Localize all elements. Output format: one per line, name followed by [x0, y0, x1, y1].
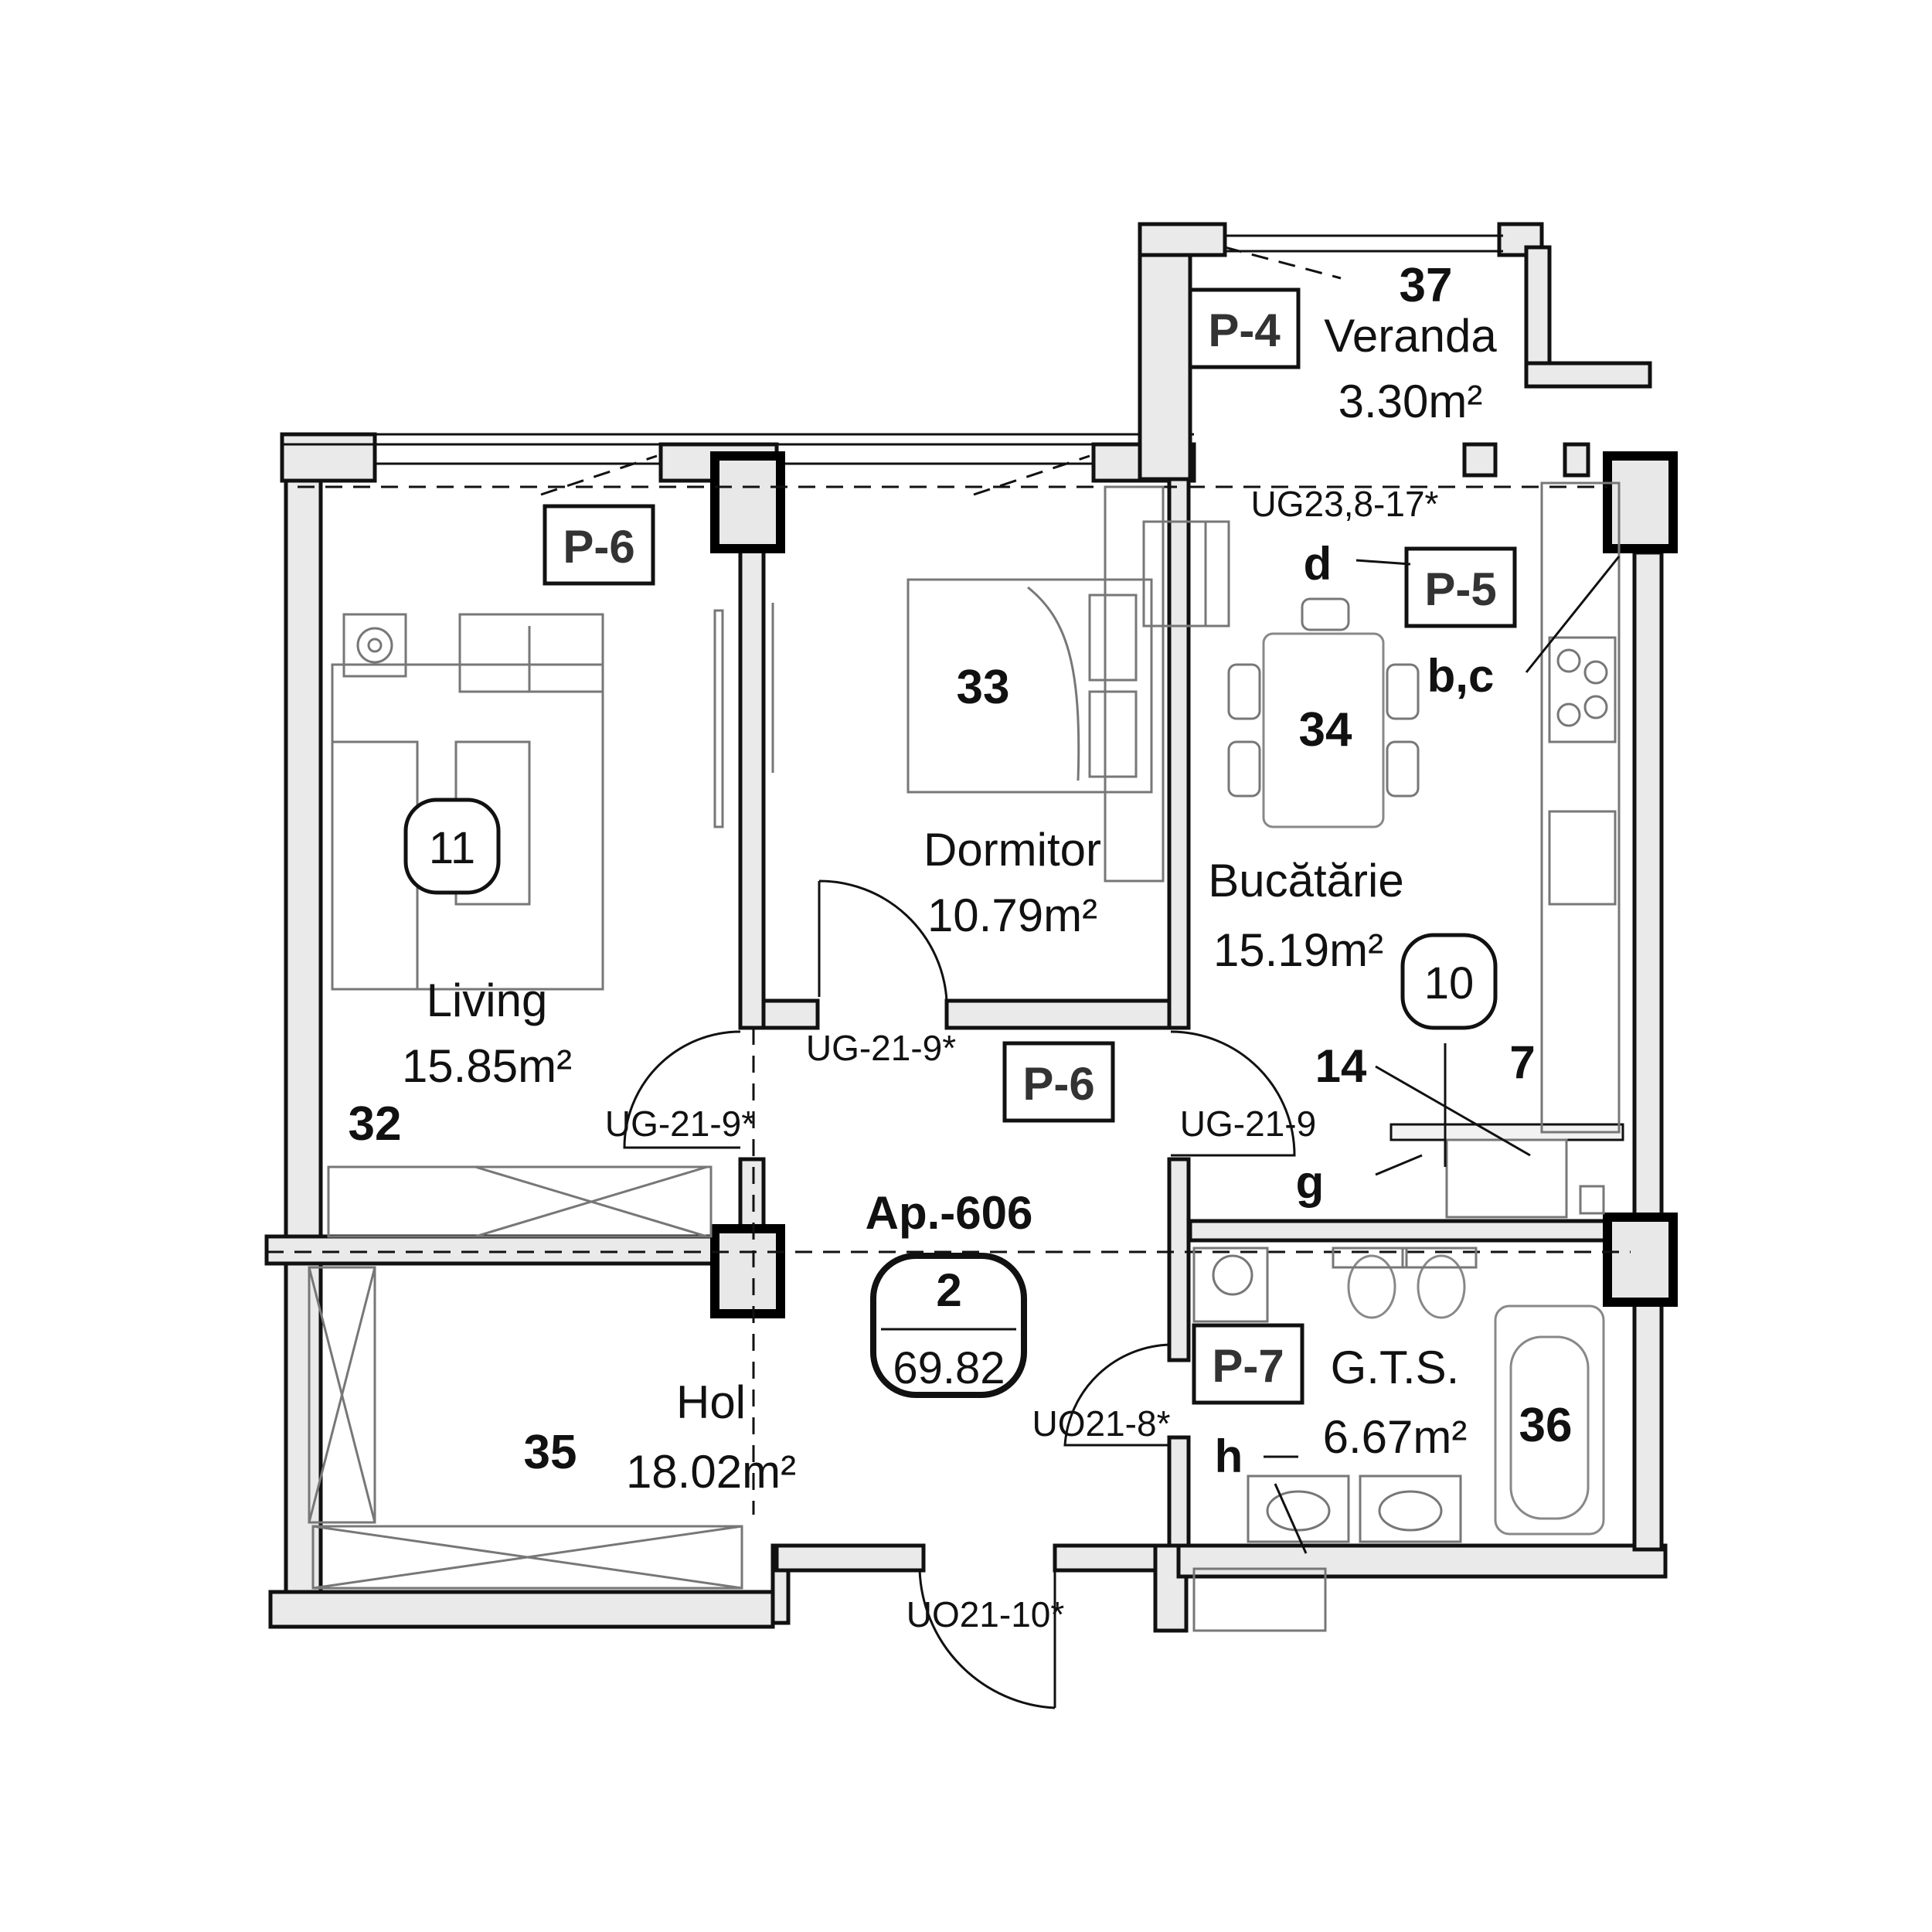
columns [710, 451, 1678, 1318]
tag-p7: P-7 [1212, 1340, 1284, 1392]
tag-p6-hall: P-6 [1022, 1058, 1094, 1110]
dormitor-name: Dormitor [923, 824, 1101, 876]
marker-14: 14 [1315, 1040, 1367, 1092]
labels: Living 15.85m² 32 33 Dormitor 10.79m² 34… [349, 259, 1573, 1634]
apartment-area: 69.82 [893, 1343, 1005, 1393]
circle-living: 11 [429, 823, 475, 873]
living-area: 15.85m² [402, 1040, 572, 1092]
bucatarie-name: Bucătărie [1208, 855, 1403, 906]
gts-number: 36 [1519, 1399, 1573, 1452]
tag-p6-living: P-6 [563, 521, 634, 573]
bedroom-furniture [771, 485, 1230, 883]
door-label-veranda: UG23,8-17* [1251, 484, 1439, 524]
circle-badges [403, 798, 1498, 1398]
veranda-area: 3.30m² [1338, 376, 1483, 427]
marker-d: d [1304, 538, 1332, 590]
doors [623, 879, 1296, 1709]
door-label-living: UG-21-9* [605, 1104, 755, 1144]
hall-furniture [308, 1266, 743, 1590]
tag-p5: P-5 [1424, 563, 1496, 615]
hol-name: Hol [676, 1376, 746, 1428]
beam-lines [267, 246, 1631, 1515]
door-label-entrance: UO21-10* [906, 1594, 1065, 1634]
apartment-rooms: 2 [936, 1264, 961, 1316]
marker-h: h [1215, 1430, 1243, 1482]
room-tags [543, 287, 1517, 1405]
tag-p4: P-4 [1208, 304, 1281, 356]
living-number: 32 [349, 1097, 402, 1151]
dormitor-number: 33 [957, 661, 1010, 714]
bath-furniture [1192, 1247, 1605, 1632]
door-label-kitchen: UG-21-9 [1180, 1104, 1316, 1144]
gts-name: G.T.S. [1331, 1342, 1460, 1393]
bucatarie-number: 34 [1299, 703, 1352, 757]
marker-bc: b,c [1427, 650, 1495, 702]
marker-g: g [1296, 1156, 1325, 1208]
hol-number: 35 [524, 1426, 577, 1479]
door-label-dormitor: UG-21-9* [806, 1028, 956, 1068]
veranda-name: Veranda [1324, 310, 1497, 362]
circle-kitchen: 10 [1424, 958, 1475, 1009]
dormitor-area: 10.79m² [927, 889, 1097, 941]
leader-lines [1264, 556, 1621, 1458]
bucatarie-area: 15.19m² [1213, 924, 1383, 976]
marker-7: 7 [1509, 1036, 1535, 1088]
exterior-walls [264, 222, 1668, 1633]
veranda-number: 37 [1400, 259, 1453, 312]
living-name: Living [427, 975, 548, 1026]
kitchen-furniture [1227, 481, 1621, 1219]
hol-area: 18.02m² [626, 1446, 796, 1498]
gts-area: 6.67m² [1323, 1411, 1468, 1463]
door-label-bath: UO21-8* [1032, 1403, 1171, 1444]
apartment-label: Ap.-606 [866, 1187, 1033, 1239]
interior-walls [738, 477, 1637, 1548]
